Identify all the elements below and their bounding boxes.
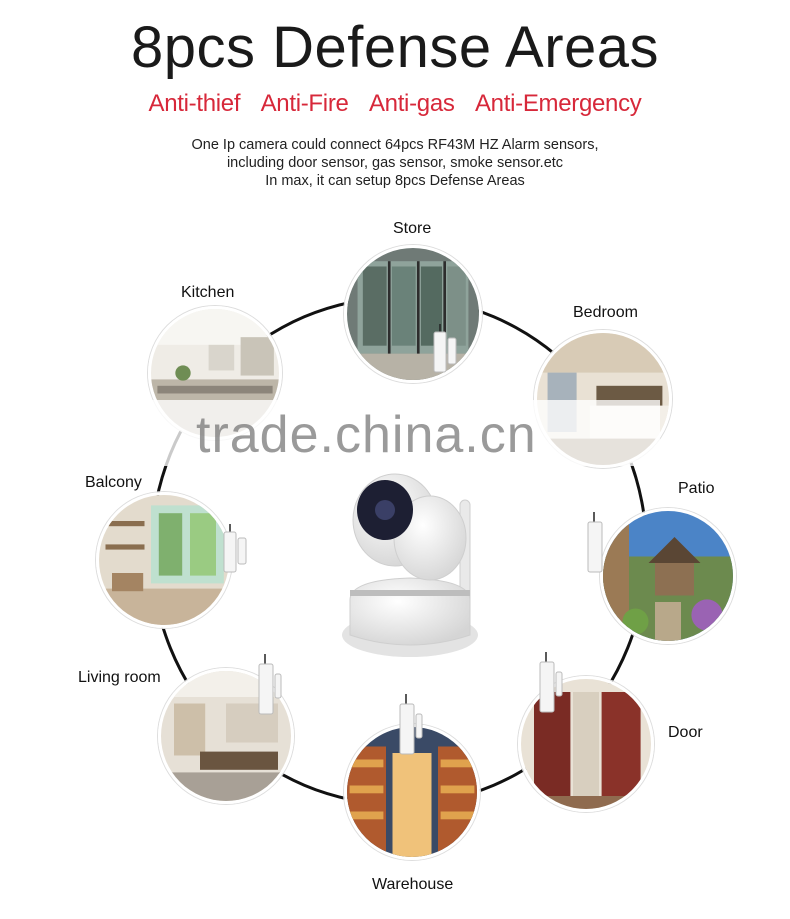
feature-list: Anti-thief Anti-Fire Anti-gas Anti-Emerg… — [0, 90, 790, 118]
store-image — [344, 245, 482, 383]
balcony-sensor-icon — [220, 524, 248, 579]
balcony-label: Balcony — [85, 474, 142, 491]
page-title: 8pcs Defense Areas — [130, 15, 660, 80]
patio-image — [600, 508, 736, 644]
living-room-label: Living room — [78, 669, 161, 686]
patio-label: Patio — [678, 480, 715, 497]
kitchen-label: Kitchen — [181, 284, 235, 301]
feature-anti-emergency: Anti-Emergency — [474, 90, 642, 117]
description: One Ip camera could connect 64pcs RF43M … — [0, 136, 790, 190]
feature-anti-fire: Anti-Fire — [260, 90, 349, 117]
store-label: Store — [393, 220, 432, 237]
door-sensor-icon — [536, 652, 564, 719]
description-line-1: One Ip camera could connect 64pcs RF43M … — [191, 137, 599, 153]
description-line-3: In max, it can setup 8pcs Defense Areas — [265, 173, 525, 189]
warehouse-sensor-icon — [396, 694, 424, 761]
living-room-sensor-icon — [255, 654, 283, 721]
bedroom-label: Bedroom — [573, 304, 638, 321]
store-sensor-icon — [430, 324, 458, 379]
ip-camera-image — [330, 460, 490, 665]
watermark-text: trade.china.cn — [196, 406, 537, 464]
warehouse-label: Warehouse — [372, 876, 454, 893]
description-line-2: including door sensor, gas sensor, smoke… — [226, 155, 564, 171]
patio-sensor-icon — [584, 512, 612, 579]
feature-anti-gas: Anti-gas — [368, 90, 455, 117]
feature-anti-thief: Anti-thief — [148, 90, 241, 117]
door-label: Door — [668, 724, 703, 741]
watermark-band — [140, 400, 660, 466]
balcony-image — [96, 492, 232, 628]
